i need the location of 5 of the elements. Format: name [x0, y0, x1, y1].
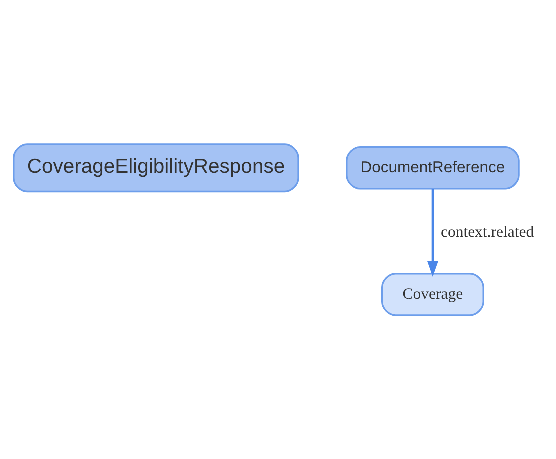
edge-label: context.related — [440, 223, 534, 240]
arrow — [427, 188, 438, 277]
node-box: CoverageEligibilityResponse — [13, 143, 300, 192]
node-box: Coverage — [382, 272, 484, 316]
node-box: DocumentReference — [346, 146, 520, 190]
